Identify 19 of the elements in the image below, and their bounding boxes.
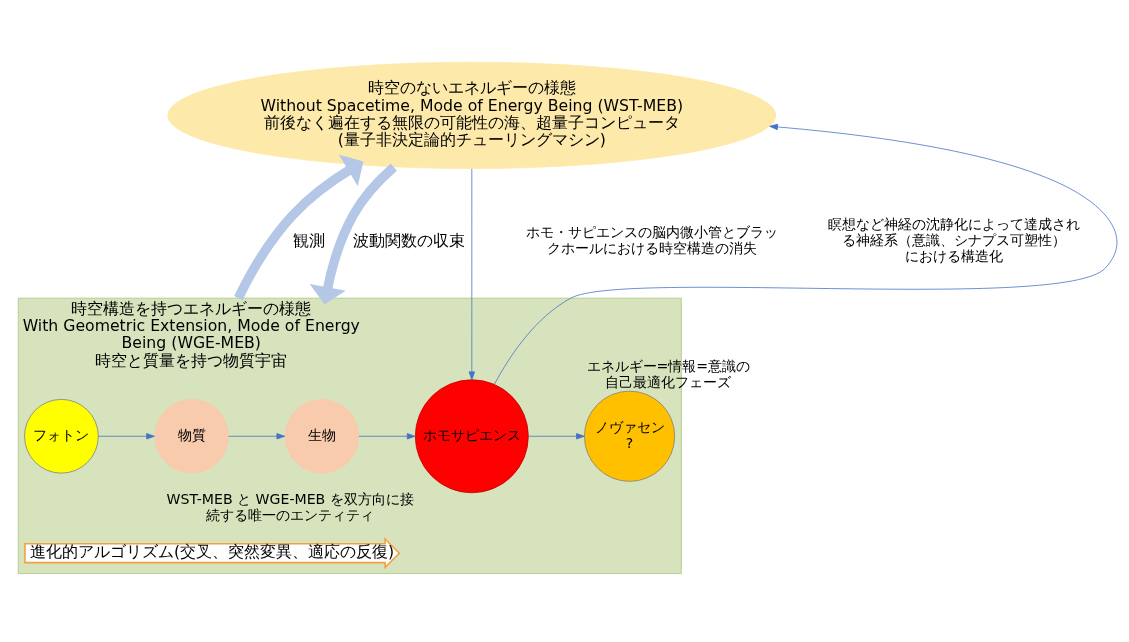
arrow: [97, 433, 155, 440]
arrow: [358, 433, 416, 440]
node-circle: 生物: [284, 399, 360, 474]
node-label: WST-MEB と WGE-MEB を双方向に接続する唯一のエンティティ: [166, 491, 414, 523]
node-label: エネルギー=情報=意識の自己最適化フェーズ: [586, 358, 751, 390]
arrow: [468, 168, 475, 381]
node-circle: 物質: [154, 399, 229, 474]
node-circle: ノヴァセン ?: [584, 390, 676, 482]
edge-label: 観測: [292, 230, 325, 250]
node-circle: フォトン: [24, 399, 99, 474]
label: ホモ・サピエンスの脳内微小管とブラックホールにおける時空構造の消失: [526, 224, 779, 256]
edge-label: 波動関数の収束: [353, 230, 466, 250]
node-circle: ホモサピエンス: [414, 379, 529, 494]
arrow: [494, 123, 1118, 385]
label: 瞑想など神経の沈静化によって達成される神経系（意識、シナプス可塑性）における構造化: [828, 216, 1081, 264]
arrow: [234, 154, 364, 301]
arrow: [528, 433, 585, 440]
arrow: [309, 163, 397, 305]
arrow: [228, 433, 286, 440]
